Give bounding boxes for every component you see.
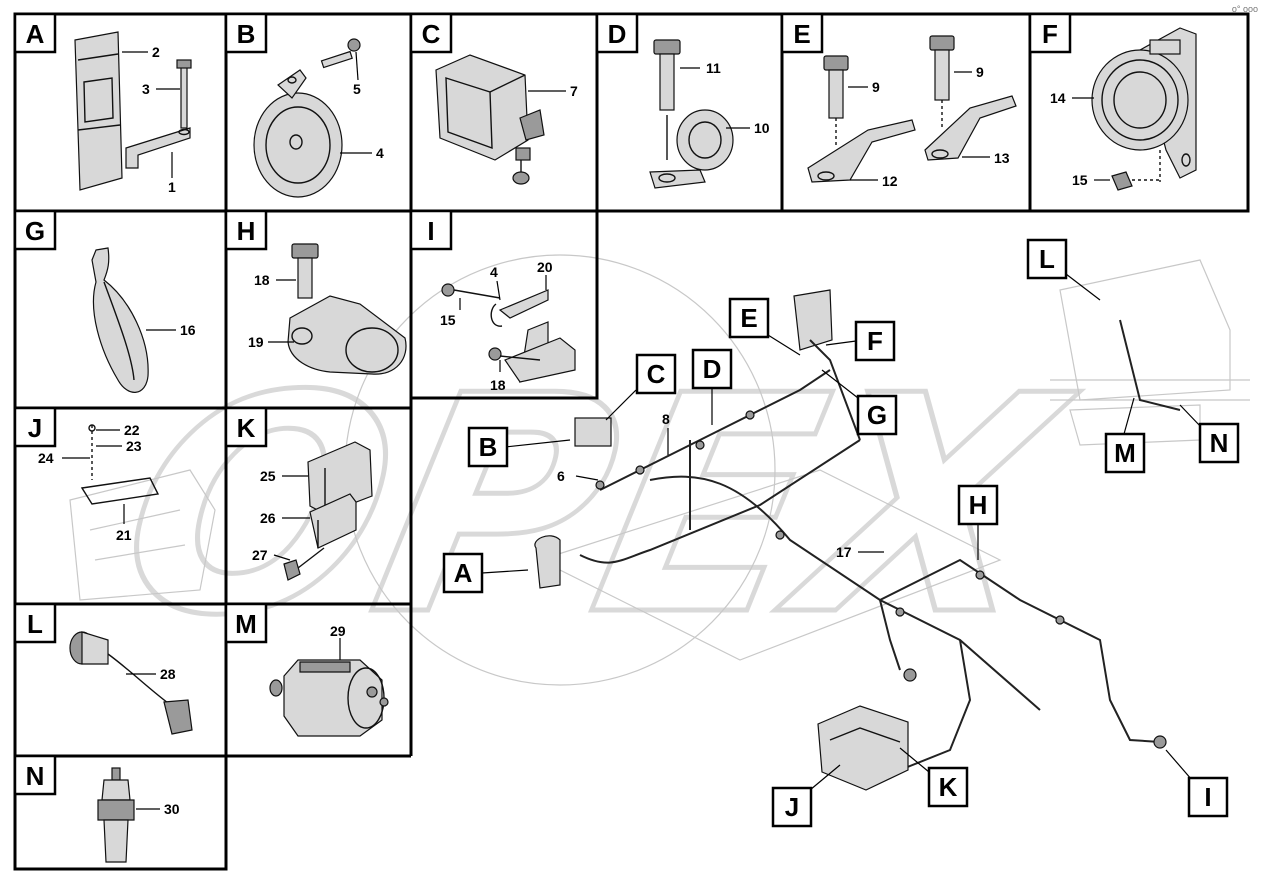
panel-h-part-19: 19 xyxy=(248,334,264,350)
panel-a-part-1: 1 xyxy=(168,179,176,195)
overview-numbers: 6 8 17 xyxy=(557,411,884,560)
panel-b-letter: B xyxy=(237,19,256,49)
panel-i-part-15: 15 xyxy=(440,312,456,328)
panel-m-part-29: 29 xyxy=(330,623,346,639)
panel-e-part-9b: 9 xyxy=(976,64,984,80)
panel-l-part-28: 28 xyxy=(160,666,176,682)
panel-k-brackets: 25 26 27 xyxy=(252,441,373,581)
panel-d-letter: D xyxy=(608,19,627,49)
panel-c-flood-lamp: 7 xyxy=(435,54,578,185)
overview-number-6: 6 xyxy=(557,468,565,484)
panel-h-letter: H xyxy=(237,216,256,246)
corner-mark: o° ooo xyxy=(1232,4,1258,14)
panel-n-letter: N xyxy=(26,761,45,791)
callout-f: F xyxy=(867,326,883,356)
panel-e-part-12: 12 xyxy=(882,173,898,189)
panel-i-part-4: 4 xyxy=(490,264,498,280)
callout-k: K xyxy=(939,772,958,802)
callout-a: A xyxy=(454,558,473,588)
panel-k-part-27: 27 xyxy=(252,547,268,563)
panel-d-bolt-clamp: 11 10 xyxy=(649,39,770,189)
callout-i: I xyxy=(1204,782,1211,812)
panel-n-part-30: 30 xyxy=(164,801,180,817)
panel-j-letter: J xyxy=(28,413,42,443)
panel-j-mount: 22 23 24 21 xyxy=(38,422,216,601)
panel-i-bracket: 4 20 15 18 xyxy=(440,259,576,393)
panel-b-part-5: 5 xyxy=(353,81,361,97)
panel-h-part-18: 18 xyxy=(254,272,270,288)
callout-e: E xyxy=(740,303,757,333)
callout-g: G xyxy=(867,400,887,430)
panel-j-part-22: 22 xyxy=(124,422,140,438)
harness-overview xyxy=(534,259,1250,791)
panel-k-part-25: 25 xyxy=(260,468,276,484)
panel-e-letter: E xyxy=(793,19,810,49)
panel-e-part-9a: 9 xyxy=(872,79,880,95)
panel-i-part-20: 20 xyxy=(537,259,553,275)
panel-i-letter: I xyxy=(427,216,434,246)
callout-b: B xyxy=(479,432,498,462)
overview-number-8: 8 xyxy=(662,411,670,427)
panel-b-horn: 5 4 xyxy=(253,38,384,198)
panel-e-bolts-brackets: 9 9 12 13 xyxy=(807,35,1017,189)
panel-c-part-7: 7 xyxy=(570,83,578,99)
panel-f-part-15: 15 xyxy=(1072,172,1088,188)
panel-h-bolt-clamp: 18 19 xyxy=(248,243,407,375)
panel-g-part-16: 16 xyxy=(180,322,196,338)
panel-n-sender: 30 xyxy=(97,767,180,863)
callout-m: M xyxy=(1114,438,1136,468)
panel-j-part-24: 24 xyxy=(38,450,54,466)
panel-e-part-13: 13 xyxy=(994,150,1010,166)
panel-l-letter: L xyxy=(27,609,43,639)
panel-f-letter: F xyxy=(1042,19,1058,49)
panel-a-letter: A xyxy=(26,19,45,49)
panel-d-part-11: 11 xyxy=(706,60,721,76)
overview-number-17: 17 xyxy=(836,544,852,560)
panel-g-letter: G xyxy=(25,216,45,246)
callout-n: N xyxy=(1210,428,1229,458)
panel-c-letter: C xyxy=(422,19,441,49)
panel-m-solenoid: 29 xyxy=(269,623,389,737)
callout-l: L xyxy=(1039,244,1055,274)
panel-k-letter: K xyxy=(237,413,256,443)
panel-letter-labels: A B C D E F G H I J K L M N xyxy=(13,12,1072,796)
panel-a-work-lamp: 2 3 1 xyxy=(74,31,192,195)
panel-m-letter: M xyxy=(235,609,257,639)
panel-i-part-18: 18 xyxy=(490,377,506,393)
callout-j: J xyxy=(785,792,799,822)
panel-b-part-4: 4 xyxy=(376,145,384,161)
panel-a-part-2: 2 xyxy=(152,44,160,60)
callout-d: D xyxy=(703,354,722,384)
panel-l-sensor: 28 xyxy=(69,631,193,735)
overview-callouts: A B C D E F G H I J xyxy=(442,238,1240,828)
panel-g-cable-tie: 16 xyxy=(91,247,196,393)
panel-f-beacon: 14 15 xyxy=(1050,27,1197,191)
callout-c: C xyxy=(647,359,666,389)
panel-j-part-23: 23 xyxy=(126,438,142,454)
panel-a-part-3: 3 xyxy=(142,81,150,97)
panel-f-part-14: 14 xyxy=(1050,90,1066,106)
callout-h: H xyxy=(969,490,988,520)
panel-j-part-21: 21 xyxy=(116,527,132,543)
panel-d-part-10: 10 xyxy=(754,120,770,136)
panel-k-part-26: 26 xyxy=(260,510,276,526)
